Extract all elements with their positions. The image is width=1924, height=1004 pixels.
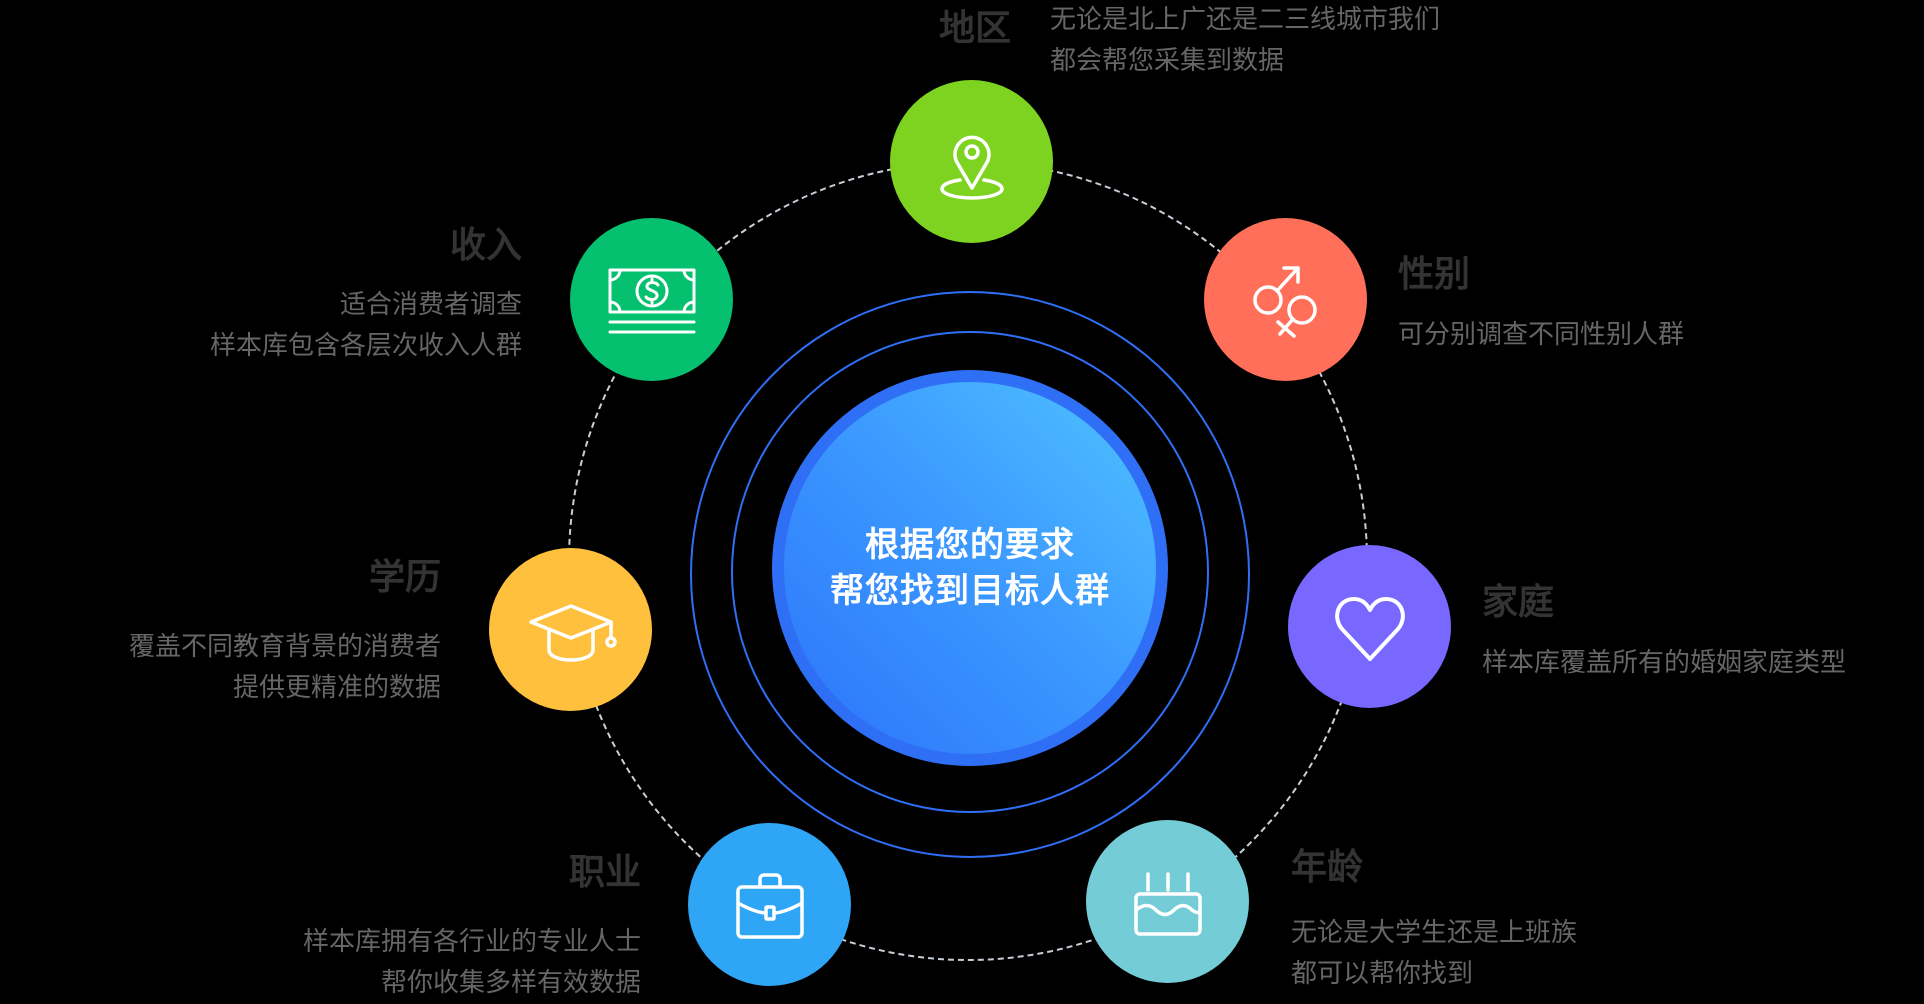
region-node (890, 80, 1053, 243)
career-desc-line1: 样本库拥有各行业的专业人士 (302, 927, 641, 957)
family-desc-line1: 样本库覆盖所有的婚姻家庭类型 (1482, 648, 1847, 678)
career-title: 职业 (568, 852, 641, 893)
family-title: 家庭 (1482, 582, 1555, 623)
region-title: 地区 (939, 8, 1012, 49)
education-desc-line2: 提供更精准的数据 (232, 673, 441, 703)
education-node (489, 548, 652, 711)
outer-blue-ring (690, 291, 1250, 858)
gender-desc-line1: 可分别调查不同性别人群 (1398, 320, 1685, 350)
family-node (1288, 545, 1451, 708)
income-desc-line2: 样本库包含各层次收入人群 (209, 331, 522, 361)
gender-icon (1252, 265, 1317, 338)
center-text-line1: 根据您的要求 (865, 525, 1075, 565)
career-desc-line2: 帮你收集多样有效数据 (380, 968, 641, 998)
briefcase-icon (735, 872, 804, 939)
birthday-cake-icon (1133, 871, 1202, 936)
income-desc-line1: 适合消费者调查 (339, 290, 522, 320)
region-desc-line2: 都会帮您采集到数据 (1050, 46, 1285, 76)
age-node (1086, 820, 1249, 983)
region-desc-line1: 无论是北上广还是二三线城市我们 (1050, 5, 1441, 35)
education-desc-line1: 覆盖不同教育背景的消费者 (128, 632, 441, 662)
money-icon (608, 268, 695, 333)
education-title: 学历 (368, 557, 441, 598)
heart-icon (1334, 596, 1405, 661)
gender-node (1204, 218, 1367, 381)
career-node (688, 823, 851, 986)
center-text-line2: 帮您找到目标人群 (830, 571, 1110, 611)
graduation-cap-icon (528, 603, 617, 662)
location-pin-icon (939, 135, 1004, 200)
age-title: 年龄 (1291, 847, 1364, 888)
income-title: 收入 (449, 225, 522, 266)
income-node (570, 218, 733, 381)
center-circle: 根据您的要求 帮您找到目标人群 (772, 370, 1168, 766)
inner-blue-ring (731, 331, 1209, 813)
age-desc-line1: 无论是大学生还是上班族 (1291, 918, 1578, 948)
age-desc-line2: 都可以帮你找到 (1291, 959, 1474, 989)
gender-title: 性别 (1398, 254, 1471, 295)
